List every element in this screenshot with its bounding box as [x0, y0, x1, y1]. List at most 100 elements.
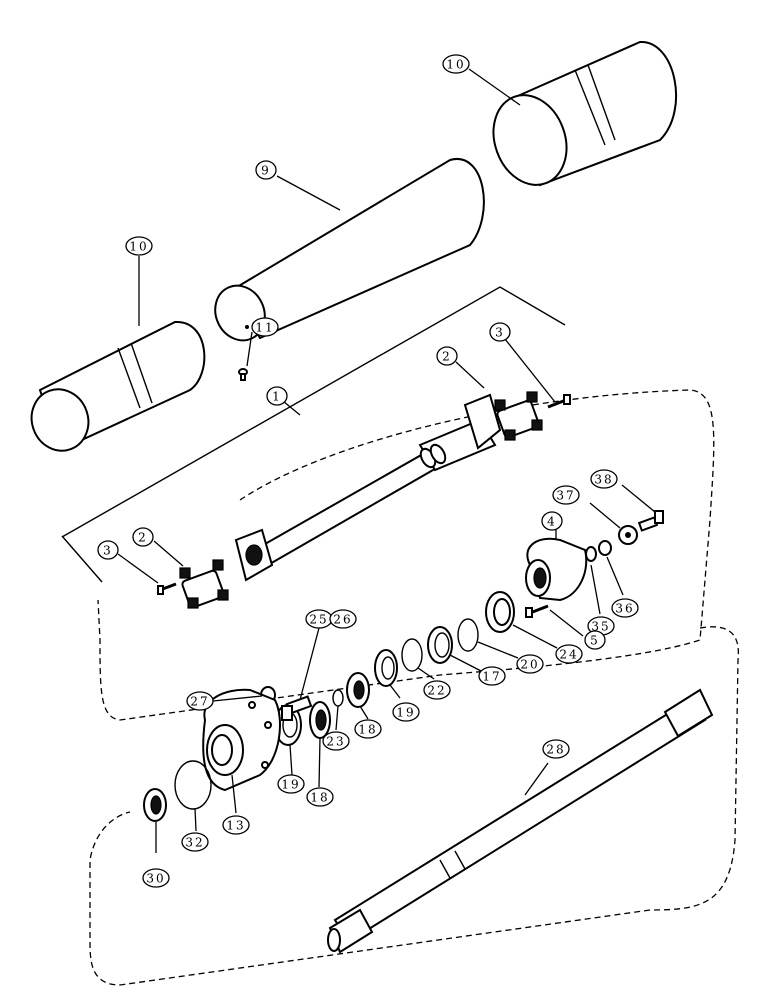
callout-19: 19 [277, 774, 305, 794]
callout-number: 37 [556, 489, 575, 503]
leader-13 [231, 774, 237, 814]
callout-number: 22 [427, 684, 446, 698]
callout-number: 4 [547, 515, 557, 529]
leader-27 [212, 695, 263, 702]
callout-5: 5 [584, 630, 606, 650]
hub-13 [202, 688, 281, 792]
leader-lines [117, 68, 656, 853]
axle-shaft-28 [327, 688, 714, 954]
fitting-11 [238, 368, 248, 381]
callout-4: 4 [541, 511, 563, 531]
leader-9 [276, 175, 341, 211]
callout-number: 2 [442, 350, 452, 364]
leader-19-lower [289, 744, 293, 776]
washer-37 [618, 525, 638, 545]
callout-number: 20 [520, 658, 539, 672]
drive-shaft-1 [234, 393, 502, 582]
callout-number: 23 [326, 735, 345, 749]
hub-group-boundary [97, 389, 715, 721]
callout-36: 36 [611, 598, 639, 618]
callout-18: 18 [354, 719, 382, 739]
bolt-5 [525, 604, 549, 618]
callout-number: 10 [129, 240, 148, 254]
callout-27: 27 [186, 691, 214, 711]
callout-number: 9 [261, 164, 271, 178]
universal-joint-2-right [494, 391, 543, 441]
snap-ring-20 [457, 618, 479, 652]
seal-30 [143, 788, 167, 822]
leader-35 [590, 564, 601, 615]
callout-38: 38 [590, 469, 618, 489]
callout-number: 38 [594, 473, 613, 487]
shaft-group-boundary [89, 626, 740, 986]
callout-number: 27 [190, 695, 209, 709]
leader-23 [335, 705, 339, 731]
bolt-3-right [547, 394, 571, 409]
callout-23: 23 [322, 731, 350, 751]
leader-5 [549, 609, 584, 637]
callout-number: 26 [333, 613, 352, 627]
callout-2: 2 [132, 527, 154, 547]
callout-number: 35 [591, 620, 610, 634]
callout-13: 13 [222, 815, 250, 835]
callout-26: 26 [329, 609, 357, 629]
callout-2: 2 [436, 346, 458, 366]
leader-2-right [455, 361, 485, 389]
bearing-18-upper [346, 672, 370, 708]
callout-3: 3 [489, 322, 511, 342]
universal-joint-2-left [179, 559, 229, 609]
race-17 [427, 626, 453, 664]
leader-17 [449, 654, 484, 673]
stud-25 [281, 695, 313, 721]
callout-9: 9 [255, 160, 277, 180]
leader-3-left [117, 553, 159, 584]
callout-22: 22 [423, 680, 451, 700]
callout-20: 20 [516, 654, 544, 674]
callout-19: 19 [392, 702, 420, 722]
o-ring-32 [174, 760, 212, 810]
callout-number: 36 [615, 602, 634, 616]
callout-number: 11 [255, 321, 274, 335]
leader-36 [606, 556, 624, 596]
callout-number: 10 [446, 58, 465, 72]
callout-17: 17 [478, 666, 506, 686]
callout-number: 18 [310, 791, 329, 805]
callout-10: 10 [442, 54, 470, 74]
callout-number: 32 [185, 836, 204, 850]
callout-number: 24 [559, 648, 578, 662]
callout-number: 5 [590, 634, 600, 648]
callout-number: 13 [226, 819, 245, 833]
callout-28: 28 [542, 739, 570, 759]
seal-24 [485, 591, 515, 633]
ring-35 [585, 546, 597, 562]
leader-19-upper [389, 684, 401, 699]
callout-number: 3 [103, 544, 113, 558]
leader-24 [512, 624, 558, 649]
tube-10-lower [30, 320, 206, 452]
bearing-18-lower [309, 701, 331, 739]
callout-25: 25 [305, 609, 333, 629]
callout-24: 24 [555, 644, 583, 664]
housing-4 [525, 537, 588, 602]
washer-36 [598, 540, 612, 556]
bolt-3-left [157, 582, 177, 595]
callout-number: 30 [146, 872, 165, 886]
callout-number: 25 [309, 613, 328, 627]
callout-30: 30 [142, 868, 170, 888]
tube-10-upper [492, 40, 678, 187]
leader-3-right [504, 338, 556, 403]
cup-19-upper [374, 649, 398, 687]
leader-18-upper [359, 705, 369, 720]
assembly-frame-line [61, 286, 566, 538]
callout-11: 11 [251, 317, 279, 337]
callout-number: 3 [495, 326, 505, 340]
leader-38 [621, 484, 656, 513]
bolt-38 [637, 510, 664, 532]
leader-10-upper [468, 68, 521, 106]
callout-3: 3 [97, 540, 119, 560]
callout-number: 19 [281, 778, 300, 792]
callout-number: 17 [482, 670, 501, 684]
